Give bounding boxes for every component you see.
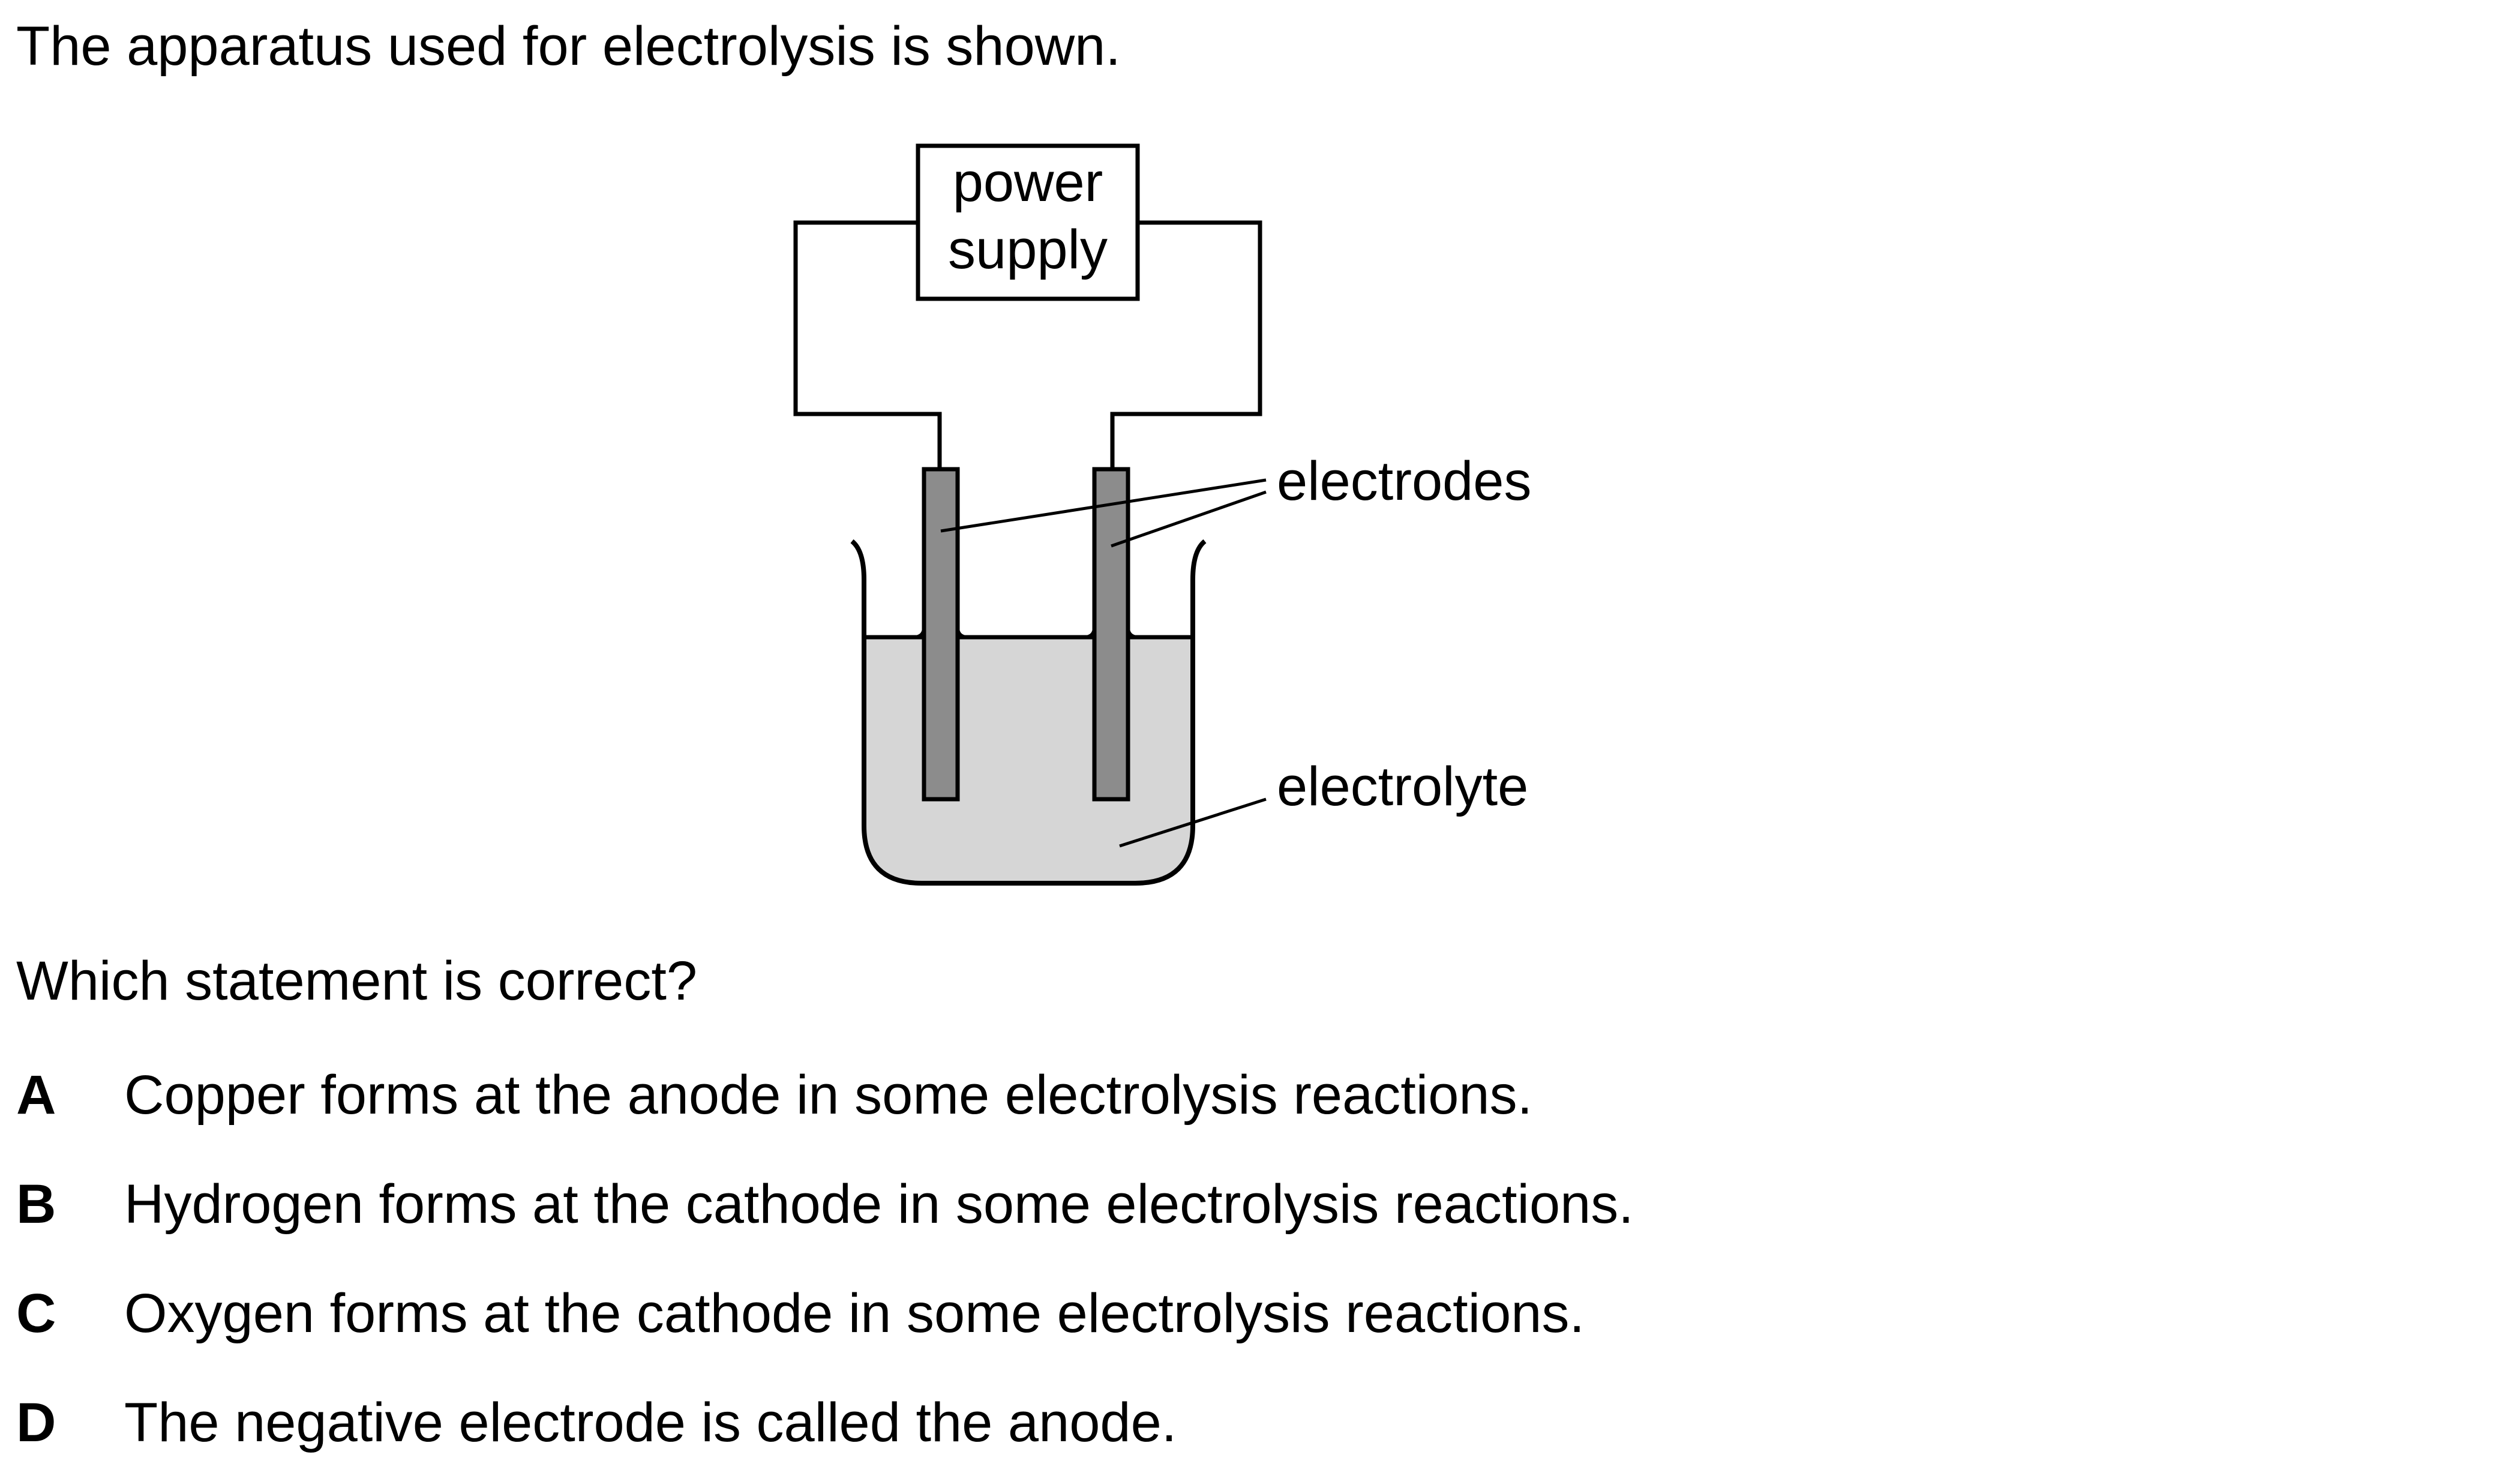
electrodes-leader-right <box>1111 490 1267 548</box>
option-letter: B <box>16 1174 56 1235</box>
option-text: Hydrogen forms at the cathode in some el… <box>124 1174 1634 1235</box>
electrolysis-apparatus-diagram: power supply electrodes electrolyte <box>793 143 1531 886</box>
right-wire <box>1110 220 1262 469</box>
electrolyte-liquid <box>864 637 1193 883</box>
option-text: Copper forms at the anode in some electr… <box>124 1064 1533 1126</box>
power-supply-label-line2: supply <box>948 219 1108 280</box>
power-supply-label-line1: power <box>953 152 1103 213</box>
option-letter: C <box>16 1283 56 1344</box>
option-letter: A <box>16 1064 56 1126</box>
power-supply-box <box>916 143 1140 301</box>
option-text: Oxygen forms at the cathode in some elec… <box>124 1283 1585 1344</box>
electrolyte-leader <box>1119 797 1267 848</box>
question-text: Which statement is correct? <box>16 950 698 1012</box>
left-wire <box>793 220 942 469</box>
beaker <box>850 539 1207 886</box>
option-letter: D <box>16 1392 56 1453</box>
intro-text: The apparatus used for electrolysis is s… <box>16 16 1121 77</box>
electrodes-label: electrodes <box>1277 451 1531 512</box>
option-text: The negative electrode is called the ano… <box>124 1392 1177 1453</box>
right-electrode <box>1092 467 1130 802</box>
electrodes-leader-left <box>940 478 1267 533</box>
left-electrode <box>922 467 960 802</box>
electrolyte-label: electrolyte <box>1277 756 1528 817</box>
